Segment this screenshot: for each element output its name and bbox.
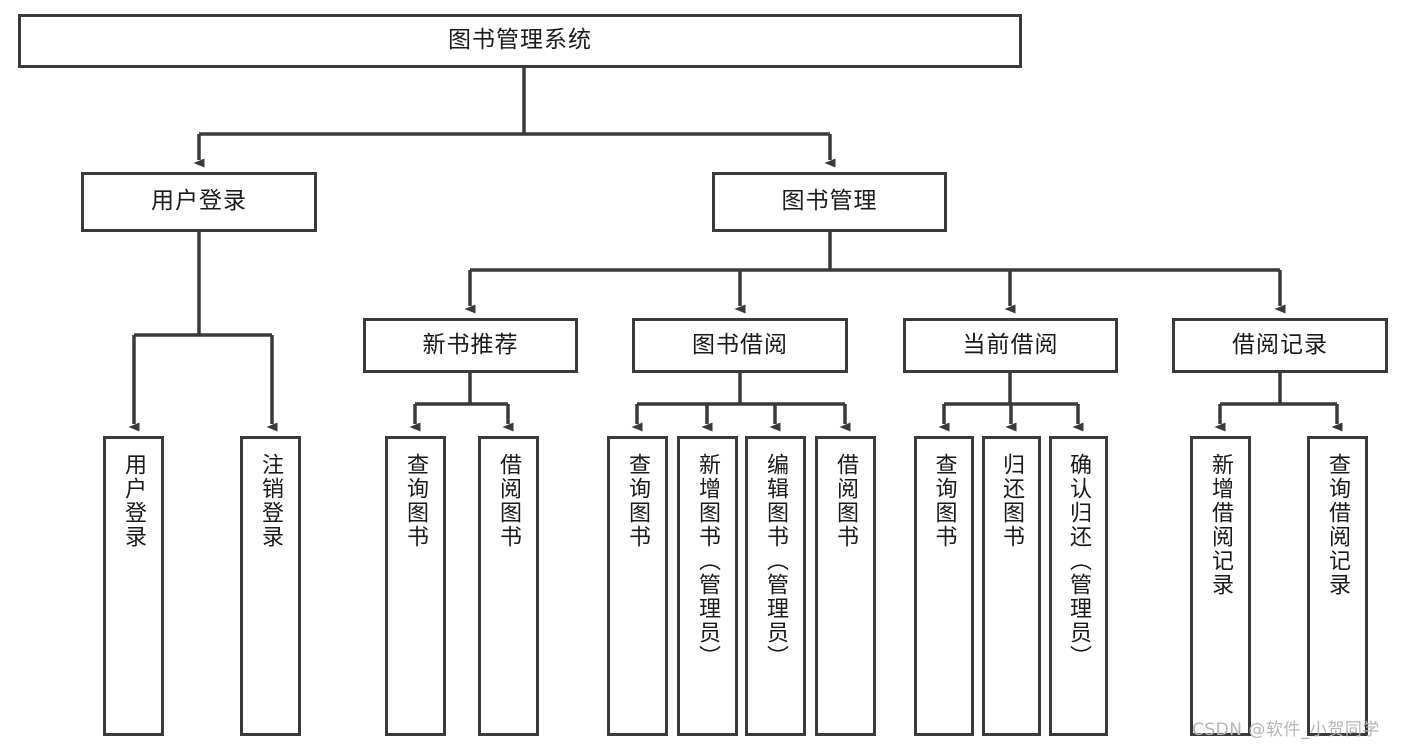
leaf-node[interactable]: 确认归还（管理员） [1049, 436, 1108, 736]
node-current-borrow[interactable]: 当前借阅 [903, 318, 1118, 373]
node-book-borrow[interactable]: 图书借阅 [632, 318, 848, 373]
node-book-management[interactable]: 图书管理 [712, 172, 947, 232]
leaf-label: 注销登录 [258, 453, 284, 549]
node-root[interactable]: 图书管理系统 [18, 14, 1022, 68]
node-borrow-record[interactable]: 借阅记录 [1172, 318, 1388, 373]
leaf-node[interactable]: 查询图书 [607, 436, 668, 736]
node-new-book-recommend[interactable]: 新书推荐 [363, 318, 578, 373]
node-root-label: 图书管理系统 [448, 27, 592, 54]
leaf-node[interactable]: 编辑图书（管理员） [745, 436, 806, 736]
leaf-node[interactable]: 注销登录 [240, 436, 301, 736]
node-borrow-record-label: 借阅记录 [1232, 331, 1328, 358]
leaf-node[interactable]: 查询借阅记录 [1307, 436, 1368, 736]
node-book-borrow-label: 图书借阅 [692, 331, 788, 358]
leaf-label: 用户登录 [121, 453, 147, 549]
leaf-node[interactable]: 归还图书 [982, 436, 1041, 736]
leaf-label: 查询图书 [625, 453, 651, 549]
leaf-label: 归还图书 [999, 453, 1025, 549]
csdn-watermark: CSDN @软件_小贺同学 [1192, 720, 1380, 740]
leaf-node[interactable]: 借阅图书 [815, 436, 876, 736]
node-current-borrow-label: 当前借阅 [962, 331, 1059, 358]
leaf-label: 借阅图书 [833, 453, 859, 549]
leaf-node[interactable]: 新增图书（管理员） [677, 436, 738, 736]
leaf-label: 新增借阅记录 [1208, 453, 1234, 597]
leaf-label: 编辑图书（管理员） [763, 453, 789, 669]
leaf-label: 借阅图书 [496, 453, 522, 549]
leaf-node[interactable]: 借阅图书 [478, 436, 539, 736]
leaf-label: 查询图书 [931, 453, 957, 549]
node-new-book-recommend-label: 新书推荐 [422, 331, 519, 358]
node-user-login[interactable]: 用户登录 [81, 172, 317, 232]
node-book-management-label: 图书管理 [781, 188, 878, 215]
leaf-node[interactable]: 查询图书 [385, 436, 446, 736]
leaf-label: 查询图书 [403, 453, 429, 549]
leaf-node[interactable]: 查询图书 [914, 436, 974, 736]
leaf-node[interactable]: 用户登录 [103, 436, 164, 736]
node-user-login-label: 用户登录 [151, 188, 247, 215]
leaf-node[interactable]: 新增借阅记录 [1190, 436, 1251, 736]
leaf-label: 新增图书（管理员） [695, 453, 721, 669]
leaf-label: 查询借阅记录 [1325, 453, 1351, 597]
leaf-label: 确认归还（管理员） [1066, 453, 1092, 669]
